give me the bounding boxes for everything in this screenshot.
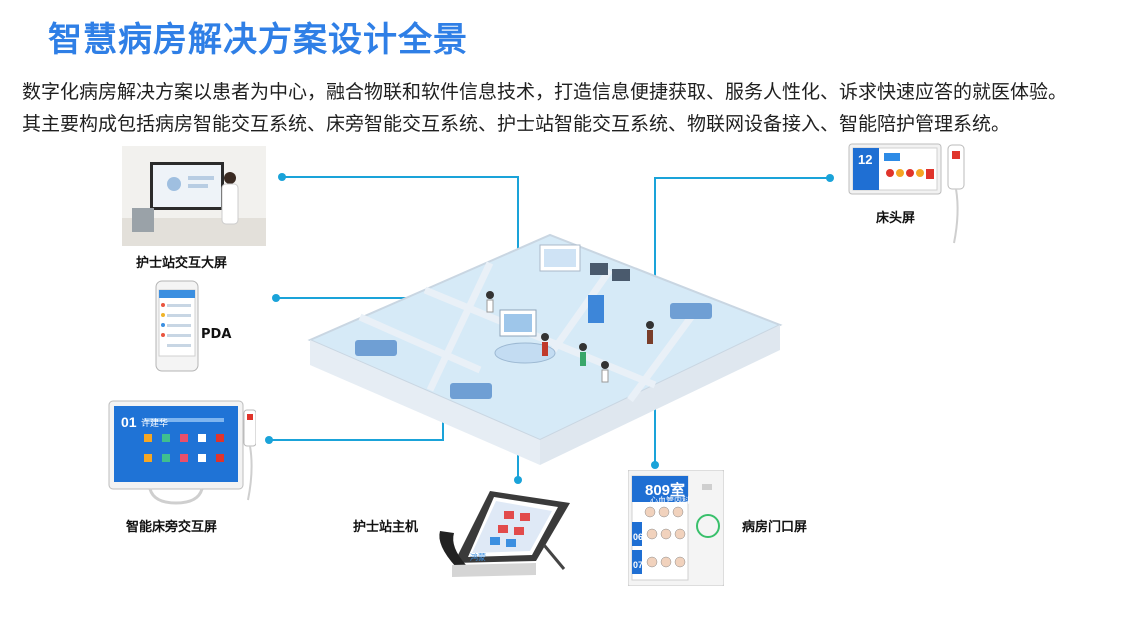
bedside-bed-number: 01 [121, 414, 137, 430]
door-bed-a: 06 [633, 532, 644, 542]
intro-line-2: 其主要构成包括病房智能交互系统、床旁智能交互系统、护士站智能交互系统、物联网设备… [22, 113, 1011, 135]
nurse-station-screen-photo [122, 146, 266, 246]
door-room-number: 809室 [645, 482, 686, 499]
door-screen-device [628, 470, 724, 586]
intro-line-1: 数字化病房解决方案以患者为中心，融合物联和软件信息技术，打造信息便捷获取、服务人… [22, 81, 1068, 103]
bedside-patient-name: 许建华 [141, 418, 169, 428]
door-department: 心血管内科 [650, 496, 690, 505]
pda-device [155, 280, 199, 372]
bedhead-bed-number: 12 [858, 152, 873, 167]
bedside-terminal-device [108, 400, 256, 505]
bedside-terminal-label: 智能床旁交互屏 [126, 520, 218, 535]
nurse-station-host-label: 护士站主机 [353, 520, 419, 535]
bedhead-screen-device [848, 143, 965, 244]
ward-floorplan-illustration [307, 233, 783, 465]
pda-label: PDA [201, 327, 232, 342]
page-title: 智慧病房解决方案设计全景 [48, 20, 468, 60]
bedhead-screen-label: 床头屏 [876, 211, 916, 226]
door-screen-label: 病房门口屏 [742, 520, 808, 535]
nurse-station-host-device [439, 491, 570, 577]
host-brand-text: 鸿蒙 [470, 553, 486, 562]
nurse-station-screen-label: 护士站交互大屏 [136, 256, 228, 271]
door-bed-b: 07 [633, 560, 644, 570]
intro-paragraph: 数字化病房解决方案以患者为中心，融合物联和软件信息技术，打造信息便捷获取、服务人… [22, 76, 1127, 140]
